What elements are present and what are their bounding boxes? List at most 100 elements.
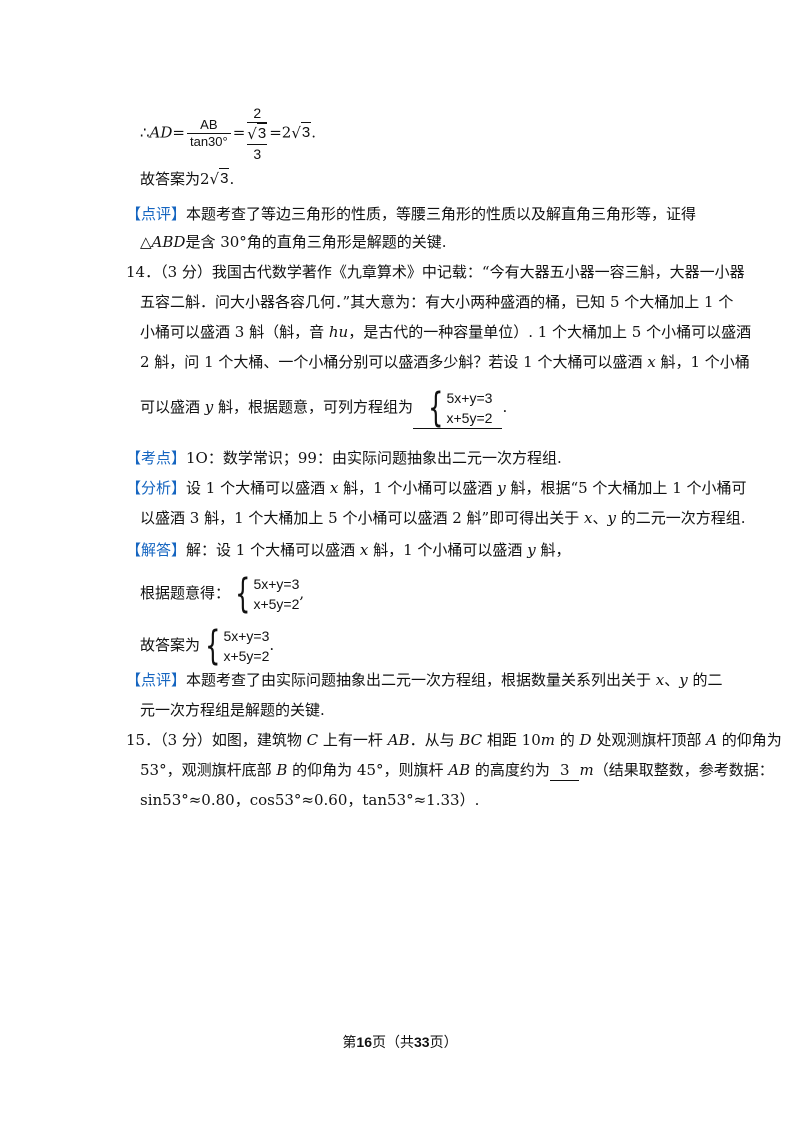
question-14-line-1: 14．（3 分）我国古代数学著作《九章算术》中记载：“今有大器五小器一容三斛，大…: [126, 262, 745, 282]
sqrt-expression: √3: [247, 123, 268, 144]
jieda-text: 斛，1 个小桶可以盛酒: [368, 541, 528, 559]
fraction-bar: [247, 144, 268, 145]
equation-2: x+5y=2: [223, 648, 270, 664]
left-brace: {: [235, 571, 251, 617]
question-text: 的: [554, 731, 580, 749]
comment-text: 的二: [687, 671, 723, 689]
answer-text: 故答案为2: [140, 170, 210, 188]
kaodian-text: 1O：数学常识；99：由实际问题抽象出二元一次方程组.: [186, 449, 562, 467]
equation-1: 5x+y=3: [223, 628, 270, 644]
radicand: 3: [300, 121, 312, 141]
equation-system: {5x+y=3 x+5y=2: [423, 388, 492, 428]
var-d: D: [579, 731, 592, 749]
fenxi-line-1: 【分析】设 1 个大桶可以盛酒 x 斛，1 个小桶可以盛酒 y 斛，根据“5 个…: [126, 478, 747, 498]
equation-1: 5x+y=3: [446, 390, 493, 406]
question-text: 14．（3 分）我国古代数学著作《九章算术》中记载：“今有大器五小器一容三斛，大…: [126, 263, 745, 281]
comment-text: 元一次方程组是解题的关键.: [140, 701, 325, 719]
question-text: 的仰角为 45°，则旗杆: [287, 761, 449, 779]
comment-line-1: 【点评】本题考查了等边三角形的性质，等腰三角形的性质以及解直角三角形等，证得: [126, 204, 696, 224]
variable-y: y: [607, 509, 616, 527]
pinyin-hu: hu: [328, 323, 349, 341]
fenxi-text: 以盛酒 3 斛，1 个大桶加上 5 个小桶可以盛酒 2 斛”即可得出关于: [140, 509, 584, 527]
question-text: 的高度约为: [470, 761, 550, 779]
question-text: 2 斛，问 1 个大桶、一个小桶分别可以盛酒多少斛？若设 1 个大桶可以盛酒: [140, 353, 648, 371]
question-14-line-3: 小桶可以盛酒 3 斛（斛，音 hu，是古代的一种容量单位）. 1 个大桶加上 5…: [140, 322, 751, 342]
page-footer: 第16页（共33页）: [0, 1032, 800, 1052]
total-pages: 33: [414, 1034, 430, 1050]
jieda-text: 根据题意得：: [140, 584, 231, 602]
jieda-text: 故答案为: [140, 636, 201, 654]
var-ab: AB: [448, 761, 471, 779]
equation-1: 5x+y=3: [253, 576, 300, 592]
footer-text: 页）: [429, 1035, 458, 1051]
variable-x: x: [329, 479, 339, 497]
left-brace: {: [205, 623, 221, 669]
unit-m: m: [579, 761, 594, 779]
answer-blank: 3: [549, 760, 580, 781]
denominator: tan30°: [189, 134, 228, 149]
answer-blank: {5x+y=3 x+5y=2: [413, 388, 503, 429]
question-text: 小桶可以盛酒 3 斛（斛，音: [140, 323, 329, 341]
jieda-tag: 【解答】: [126, 541, 187, 559]
comment2-line-2: 元一次方程组是解题的关键.: [140, 700, 325, 720]
footer-text: 页（共: [372, 1035, 414, 1051]
fenxi-line-2: 以盛酒 3 斛，1 个大桶加上 5 个小桶可以盛酒 2 斛”即可得出关于 x、y…: [140, 508, 746, 528]
variable-x: x: [655, 671, 665, 689]
equals-sign: =: [232, 123, 246, 142]
numerator: 2: [253, 105, 262, 121]
fenxi-text: 的二元一次方程组.: [615, 509, 746, 527]
page-number: 16: [356, 1034, 372, 1050]
comment2-line-1: 【点评】本题考查了由实际问题抽象出二元一次方程组，根据数量关系列出关于 x、y …: [126, 670, 723, 690]
kaodian-tag: 【考点】: [126, 449, 187, 467]
question-14-line-4: 2 斛，问 1 个大桶、一个小桶分别可以盛酒多少斛？若设 1 个大桶可以盛酒 x…: [140, 352, 750, 372]
question-text: 的仰角为: [716, 731, 782, 749]
variable-x: x: [359, 541, 369, 559]
numerator: AB: [200, 117, 218, 132]
radicand: 3: [219, 168, 230, 187]
question-text: 可以盛酒: [140, 398, 205, 416]
question-text: 处观测旗杆顶部: [591, 731, 707, 749]
radical-sign: √: [209, 170, 220, 188]
question-text: ．从与: [409, 731, 460, 749]
variable-y: y: [679, 671, 688, 689]
comment-tag: 【点评】: [126, 671, 187, 689]
equations: 5x+y=3 x+5y=2: [223, 626, 269, 666]
equation-2: x+5y=2: [446, 410, 493, 426]
var-b: B: [276, 761, 288, 779]
equation-system: {5x+y=3 x+5y=2: [200, 626, 269, 666]
left-brace: {: [428, 385, 444, 431]
comment-tag: 【点评】: [126, 205, 187, 223]
period: .: [311, 123, 317, 142]
radical-sign: √: [247, 125, 257, 143]
variable-ad: AD: [149, 123, 173, 142]
comma: ,: [299, 584, 305, 602]
fenxi-tag: 【分析】: [126, 479, 187, 497]
variable-x: x: [584, 509, 593, 527]
fenxi-text: 设 1 个大桶可以盛酒: [186, 479, 330, 497]
fraction-bar: [186, 133, 231, 134]
var-ab: AB: [387, 731, 410, 749]
comment-text: 本题考查了由实际问题抽象出二元一次方程组，根据数量关系列出关于: [186, 671, 656, 689]
fenxi-text: 斛，根据“5 个大桶加上 1 个小桶可: [505, 479, 747, 497]
question-text: 斛，1 个小桶: [655, 353, 750, 371]
fraction-bar: [247, 122, 268, 123]
fraction-ab-tan30: AB tan30°: [186, 117, 231, 150]
jieda-text: 解：设 1 个大桶可以盛酒: [186, 541, 360, 559]
sqrt-3: √3: [291, 121, 312, 143]
answer-line-13: 故答案为2√3.: [140, 168, 234, 189]
var-a: A: [706, 731, 717, 749]
period: .: [502, 398, 508, 416]
variable-abd: ABD: [151, 233, 186, 251]
unit-m: m: [540, 731, 555, 749]
comment-line-2: △ABD是含 30°角的直角三角形是解题的关键.: [140, 232, 447, 252]
question-text: 斛，根据题意，可列方程组为: [213, 398, 414, 416]
comment-text: 是含 30°角的直角三角形是解题的关键.: [185, 233, 447, 251]
sqrt-3: √3: [210, 168, 230, 189]
jieda-line-1: 【解答】解：设 1 个大桶可以盛酒 x 斛，1 个小桶可以盛酒 y 斛，: [126, 540, 570, 560]
reference-data: sin53°≈0.80，cos53°≈0.60，tan53°≈1.33）.: [140, 791, 480, 809]
